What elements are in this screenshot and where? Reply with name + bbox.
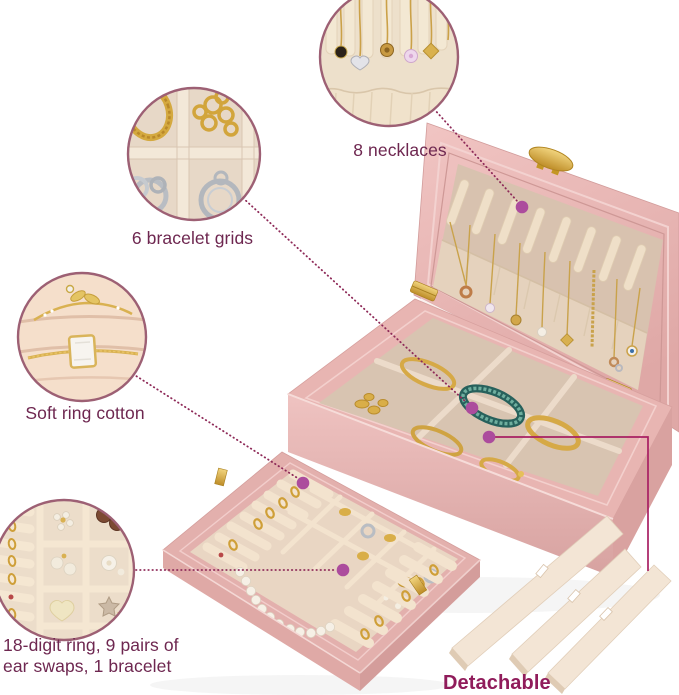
gem-ring xyxy=(27,334,139,369)
flower-earring xyxy=(53,511,74,531)
divider-slat-2 xyxy=(509,548,642,677)
dotted-line-ring-cotton xyxy=(132,373,300,480)
necklace-straps xyxy=(446,179,647,291)
dotted-line-bracelet-grids xyxy=(242,197,467,403)
hanging-necklaces xyxy=(449,221,641,359)
dot-tray xyxy=(336,563,350,577)
gold-hinge-left xyxy=(410,280,438,302)
box-base xyxy=(287,298,673,577)
dotted-line-necklaces xyxy=(433,108,519,203)
earring-grid xyxy=(280,487,441,605)
necklace-pendants xyxy=(459,285,638,372)
gold-clip-left xyxy=(214,467,228,487)
divider-slat-3 xyxy=(545,564,672,694)
pearl-earrings xyxy=(50,553,77,576)
divider-slat-1 xyxy=(449,515,624,671)
label-tray-line2: ear swaps, 1 bracelet xyxy=(3,656,172,676)
label-bracelet-grids: 6 bracelet grids xyxy=(131,228,254,248)
white-flower-earring xyxy=(101,555,125,576)
storage-tray xyxy=(162,451,481,691)
heart-pendant xyxy=(350,55,370,71)
rings-on-rolls-left xyxy=(218,486,300,558)
callout-circle-tray-contents xyxy=(0,498,136,642)
callout-circle-bracelet-grids xyxy=(126,86,262,222)
gold-chain-pile xyxy=(192,89,239,137)
dot-ring-cotton xyxy=(296,476,310,490)
label-tray-line1: 18-digit ring, 9 pairs of xyxy=(3,635,179,655)
label-necklaces: 8 necklaces xyxy=(353,140,447,160)
divider-slats xyxy=(449,515,672,694)
label-ring-cotton: Soft ring cotton xyxy=(25,403,145,423)
clover-pendant xyxy=(422,42,440,60)
dot-bracelet-grids xyxy=(465,401,479,415)
gold-clasp xyxy=(528,146,574,176)
solid-line-detachable xyxy=(489,436,649,571)
black-pendant xyxy=(334,45,348,59)
callout-circle-ring-cotton xyxy=(16,271,148,403)
label-tray-contents: 18-digit ring, 9 pairs of ear swaps, 1 b… xyxy=(3,635,179,677)
dot-detachable xyxy=(482,430,496,444)
gold-chain-pile xyxy=(354,393,389,415)
connector-lines xyxy=(132,108,649,577)
gold-clip-right xyxy=(408,574,428,596)
dot-necklaces xyxy=(515,200,529,214)
leaf-ring xyxy=(33,284,133,322)
label-detachable: Detachable xyxy=(443,672,551,694)
ring-rolls-right xyxy=(330,542,457,648)
pink-flower-pendant xyxy=(404,49,418,63)
lid-pocket xyxy=(320,88,458,126)
callout-circle-necklaces xyxy=(318,0,460,128)
heart-charm xyxy=(49,600,75,622)
callout-dots xyxy=(296,200,529,577)
jewelry-box xyxy=(162,122,679,694)
